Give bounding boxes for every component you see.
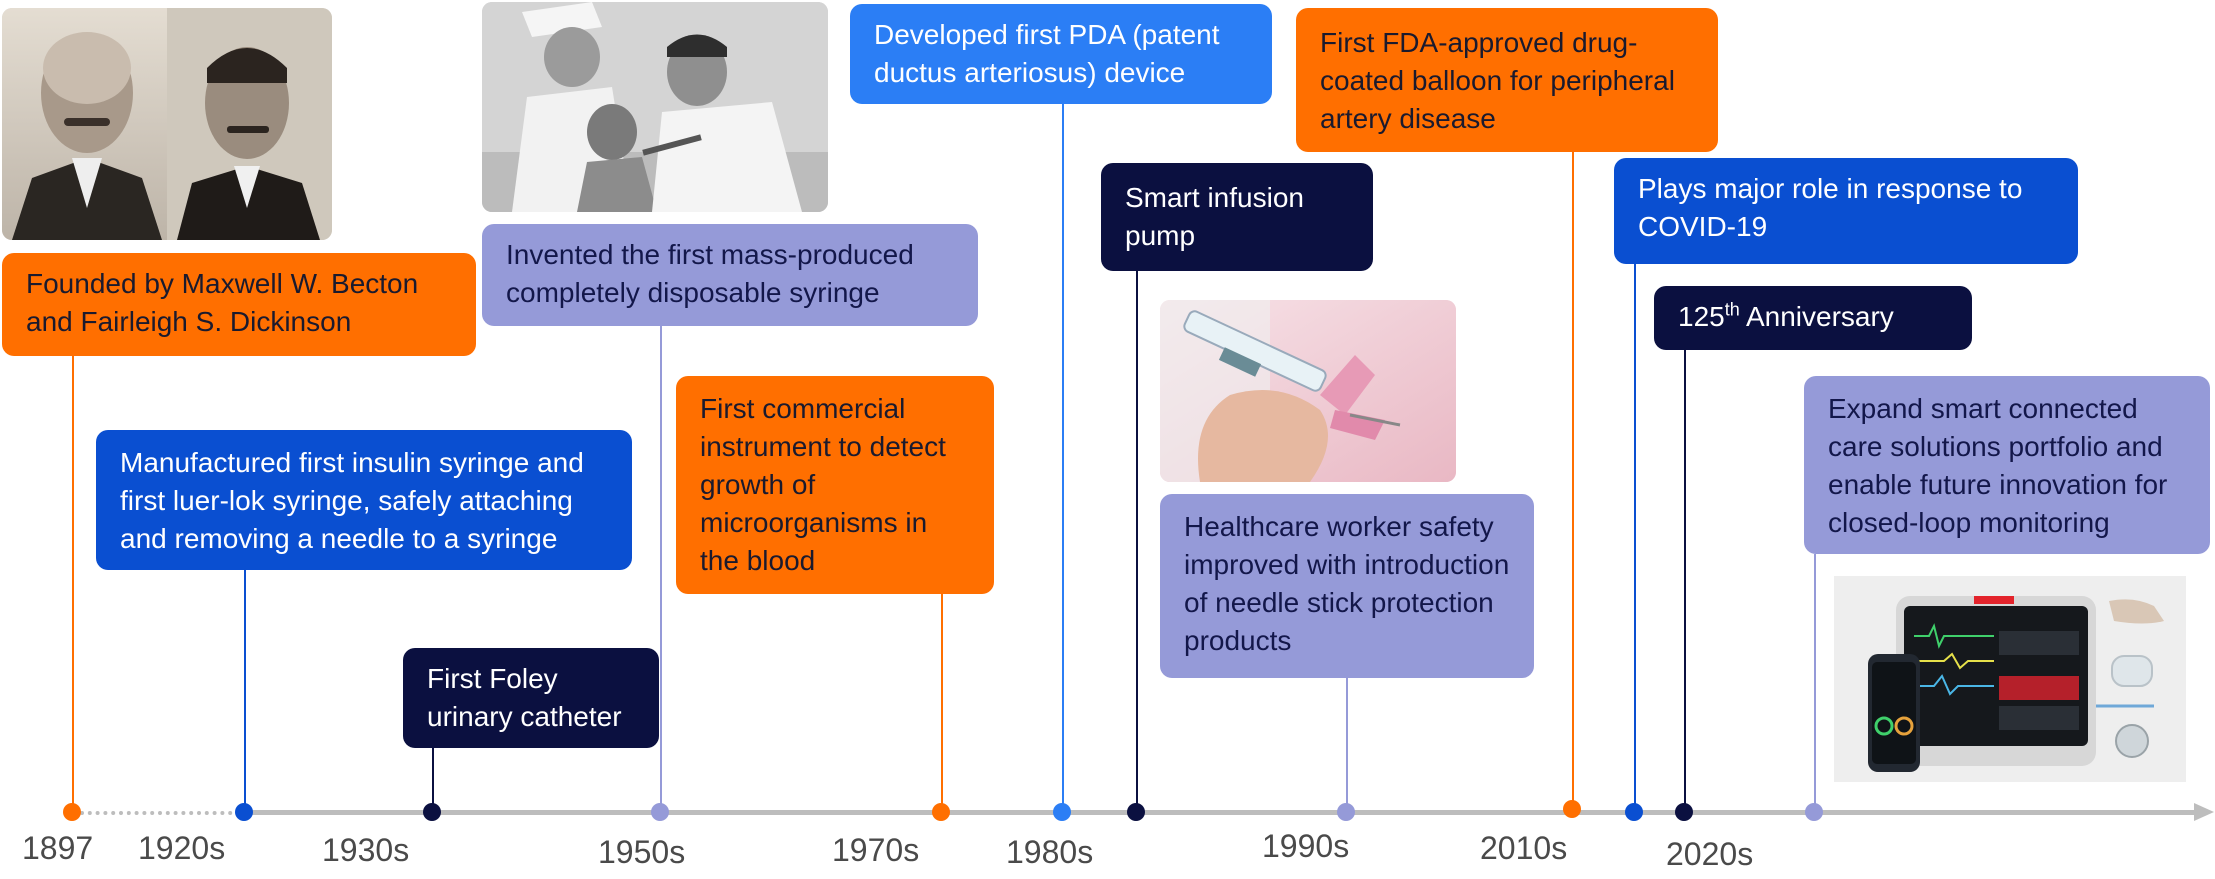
timeline-axis-dotted-segment <box>80 811 248 815</box>
axis-label-2010s: 2010s <box>1480 830 1568 866</box>
event-connected-care: Expand smart connected care solutions po… <box>1804 376 2210 554</box>
event-pda-text: Developed first PDA (patent ductus arter… <box>874 19 1220 88</box>
event-founded-text: Founded by Maxwell W. Becton and Fairlei… <box>26 268 419 337</box>
event-insulin-text: Manufactured first insulin syringe and f… <box>120 447 584 554</box>
event-covid-response: Plays major role in response to COVID-19 <box>1614 158 2078 264</box>
milestone-dot-covid <box>1625 803 1643 821</box>
axis-label-1990s: 1990s <box>1262 828 1350 864</box>
founders-portrait-illustration <box>2 8 332 240</box>
milestone-dot-1897 <box>63 803 81 821</box>
event-founded: Founded by Maxwell W. Becton and Fairlei… <box>2 253 476 356</box>
milestone-dot-anniversary <box>1675 803 1693 821</box>
event-balloon-text: First FDA-approved drug-coated balloon f… <box>1320 27 1675 134</box>
connector-pda <box>1062 104 1064 812</box>
event-connected-text: Expand smart connected care solutions po… <box>1828 393 2168 538</box>
axis-label-1970s: 1970s <box>832 832 920 868</box>
milestone-dot-needle-safety <box>1337 803 1355 821</box>
nurse-vaccination-photo <box>482 2 828 212</box>
connector-insulin <box>244 570 246 812</box>
event-covid-text: Plays major role in response to COVID-19 <box>1638 173 2023 242</box>
connector-founded <box>72 356 74 812</box>
event-anniversary-ordinal: th <box>1724 299 1740 320</box>
event-anniversary-word: Anniversary <box>1739 301 1894 332</box>
event-microorganisms-text: First commercial instrument to detect gr… <box>700 393 946 576</box>
event-disposable-syringe: Invented the first mass-produced complet… <box>482 224 978 326</box>
event-foley-text: First Foley urinary catheter <box>427 663 622 732</box>
event-infusion-text: Smart infusion pump <box>1125 182 1304 251</box>
milestone-dot-microorganisms <box>932 803 950 821</box>
connector-connected <box>1814 554 1816 812</box>
timeline-axis-arrow <box>2194 803 2214 821</box>
nurse-vaccination-illustration <box>482 2 828 212</box>
event-needle-safety: Healthcare worker safety improved with i… <box>1160 494 1534 678</box>
axis-label-1980s: 1980s <box>1006 834 1094 870</box>
founders-portrait-photo <box>2 8 332 240</box>
milestone-dot-connected <box>1805 803 1823 821</box>
milestone-dot-disposable <box>651 803 669 821</box>
axis-label-1930s: 1930s <box>322 832 410 868</box>
milestone-dot-foley <box>423 803 441 821</box>
connector-microorganisms <box>941 594 943 812</box>
safety-syringe-illustration <box>1160 300 1456 482</box>
axis-label-1950s: 1950s <box>598 834 686 870</box>
patient-monitor-devices-photo <box>1834 576 2186 782</box>
connector-disposable <box>660 326 662 812</box>
timeline-axis <box>248 810 2200 815</box>
event-anniversary-number: 125 <box>1678 301 1725 332</box>
event-needle-safety-text: Healthcare worker safety improved with i… <box>1184 511 1510 656</box>
milestone-dot-pda <box>1053 803 1071 821</box>
event-disposable-text: Invented the first mass-produced complet… <box>506 239 914 308</box>
axis-label-1897: 1897 <box>22 830 94 866</box>
event-drug-coated-balloon: First FDA-approved drug-coated balloon f… <box>1296 8 1718 152</box>
connector-covid <box>1634 264 1636 812</box>
connector-needle-safety <box>1346 678 1348 812</box>
event-infusion-pump: Smart infusion pump <box>1101 163 1373 271</box>
event-microorganisms: First commercial instrument to detect gr… <box>676 376 994 594</box>
connector-balloon <box>1572 152 1574 810</box>
milestone-dot-balloon <box>1563 800 1581 818</box>
connector-infusion <box>1136 270 1138 812</box>
axis-label-1920s: 1920s <box>138 830 226 866</box>
milestone-dot-infusion <box>1127 803 1145 821</box>
event-insulin-syringe: Manufactured first insulin syringe and f… <box>96 430 632 570</box>
safety-syringe-photo <box>1160 300 1456 482</box>
connector-anniversary <box>1684 350 1686 812</box>
milestone-dot-insulin <box>235 803 253 821</box>
event-125th-anniversary: 125th Anniversary <box>1654 286 1972 350</box>
event-foley-catheter: First Foley urinary catheter <box>403 648 659 748</box>
axis-label-2020s: 2020s <box>1666 836 1754 872</box>
connector-foley <box>432 748 434 812</box>
patient-monitor-devices-illustration <box>1834 576 2186 782</box>
event-pda-device: Developed first PDA (patent ductus arter… <box>850 4 1272 104</box>
